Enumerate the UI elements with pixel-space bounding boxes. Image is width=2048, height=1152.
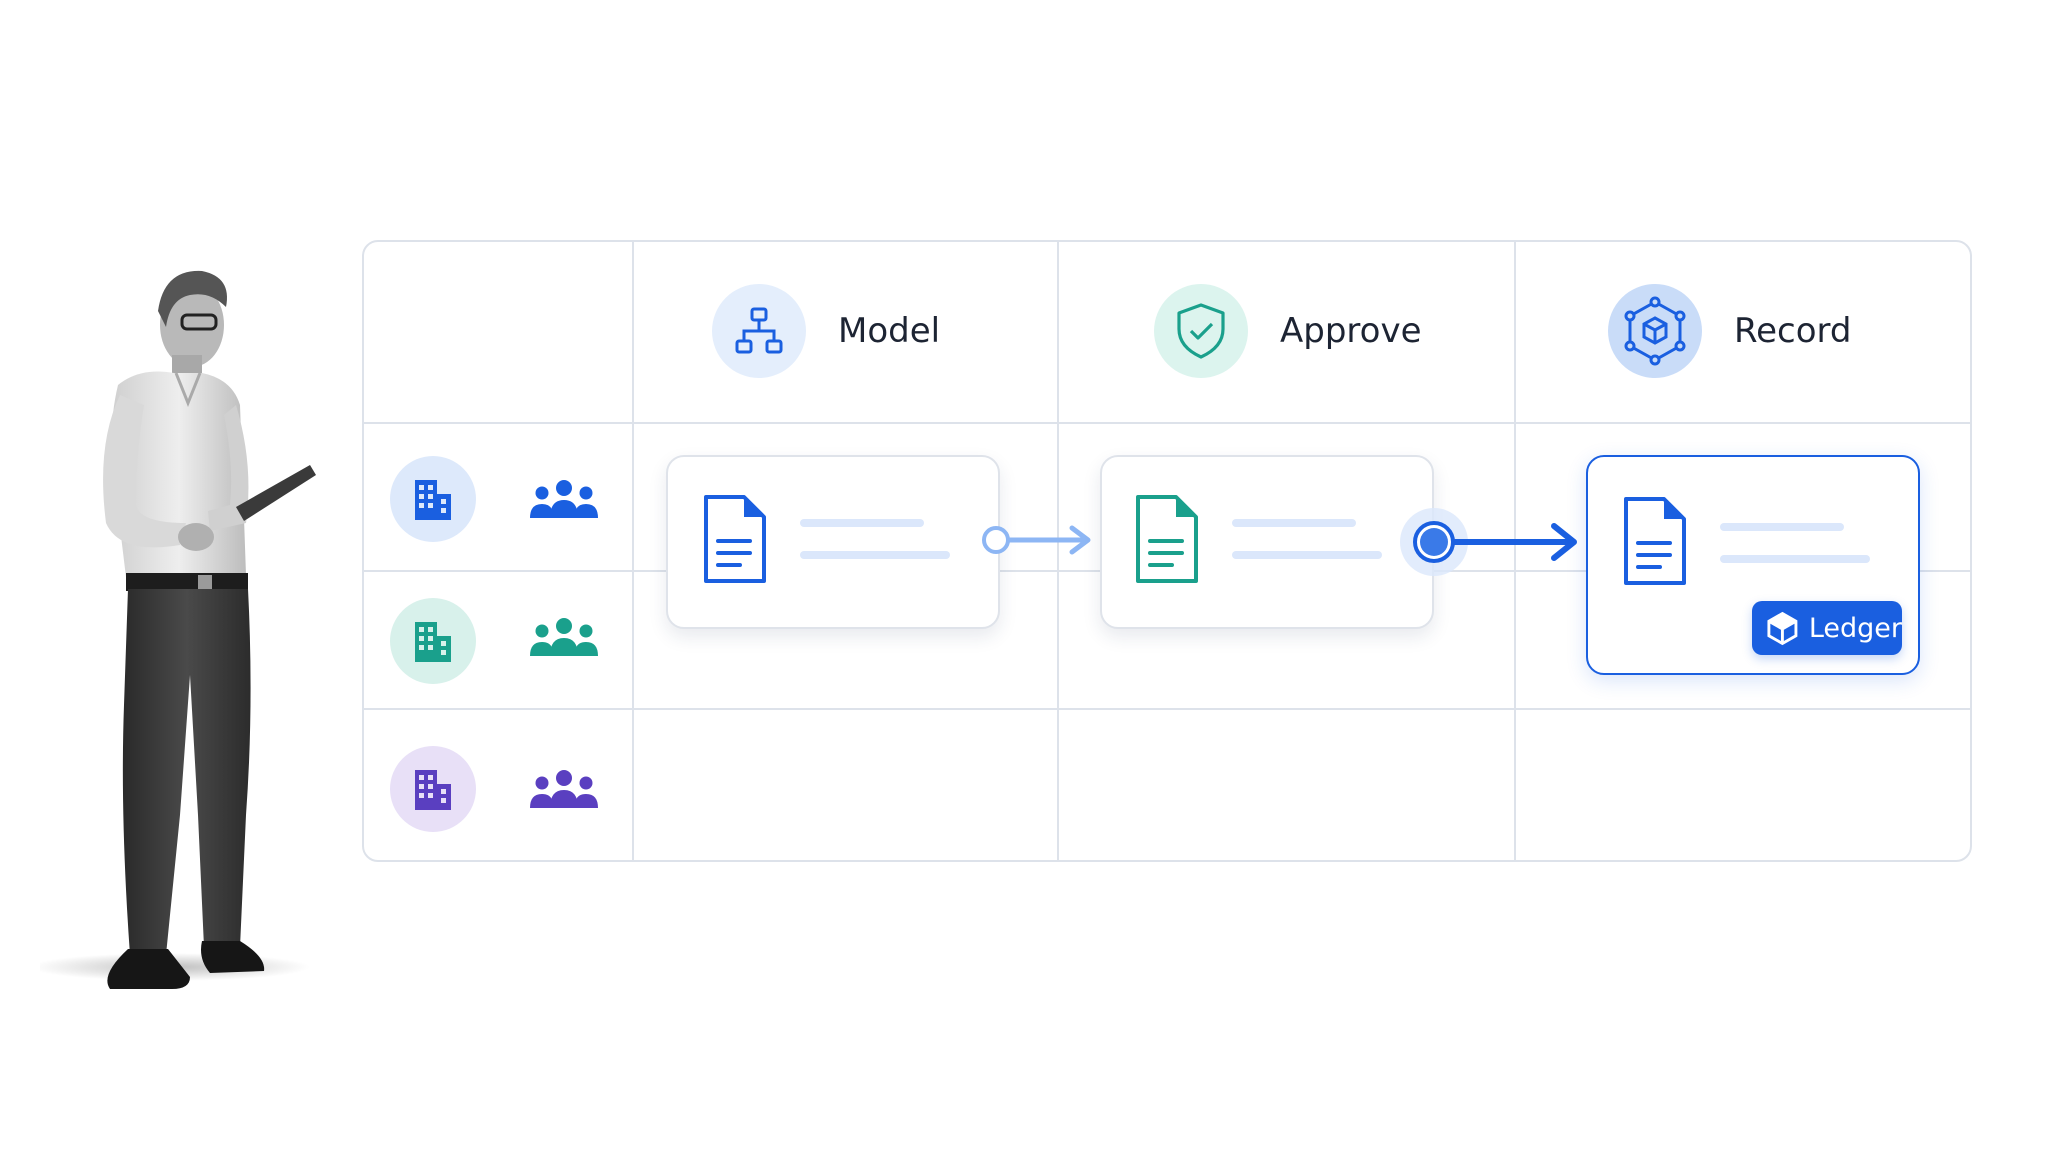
document-icon [1136,495,1198,583]
placeholder-line [800,519,924,527]
placeholder-line [1720,523,1844,531]
ledger-badge[interactable]: Ledger [1752,601,1902,655]
grid-column-divider [1057,242,1059,860]
grid-row-divider [364,708,1970,710]
placeholder-line [1720,555,1870,563]
building-icon [390,598,476,684]
grid-row-divider [364,422,1970,424]
column-header-model: Model [712,284,940,378]
connector-node [982,526,1010,554]
building-icon [390,746,476,832]
people-group-icon [530,480,598,518]
connector-node-active [1420,528,1448,556]
document-card-approve[interactable] [1100,455,1434,629]
blockchain-cube-icon [1608,284,1702,378]
flow-arrow [982,525,1091,555]
cube-icon [1767,611,1798,646]
document-icon [704,495,766,583]
badge-label: Ledger [1808,612,1902,644]
placeholder-line [1232,519,1356,527]
grid-column-divider [632,242,634,860]
column-label: Approve [1280,311,1422,351]
shield-check-icon [1154,284,1248,378]
grid-column-divider [1514,242,1516,860]
flow-arrow-active [1400,508,1577,576]
column-header-approve: Approve [1154,284,1422,378]
document-icon [1624,497,1686,585]
placeholder-line [800,551,950,559]
people-group-icon [530,770,598,808]
column-header-record: Record [1608,284,1851,378]
person-illustration [40,270,316,989]
document-card-model[interactable] [666,455,1000,629]
column-label: Record [1734,311,1852,351]
placeholder-line [1232,551,1382,559]
column-label: Model [838,311,941,351]
people-group-icon [530,618,598,656]
hierarchy-icon [712,284,806,378]
document-card-record[interactable]: Ledger [1586,455,1920,675]
building-icon [390,456,476,542]
